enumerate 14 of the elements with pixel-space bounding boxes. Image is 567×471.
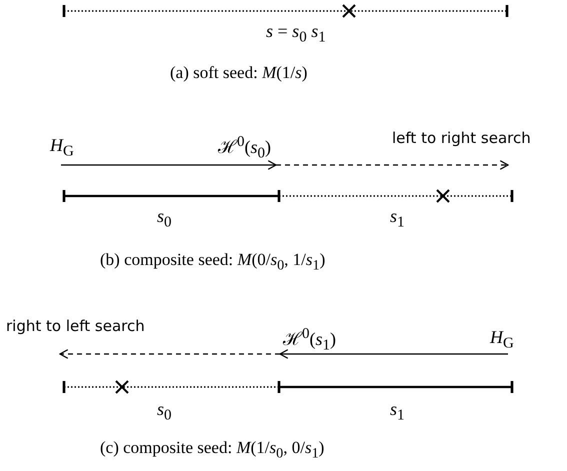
math-label: s$_{1}$: [390, 207, 405, 232]
math-label: H$_{G}$: [50, 136, 74, 160]
caption: (b) composite seed: M(0/s$_{0}$, 1/s$_{1}$): [100, 251, 326, 274]
math-label: s$_{0}$: [157, 207, 172, 232]
search-label: right to left search: [6, 318, 145, 334]
math-label: ℋ$^{0}$(s$_{0}$): [218, 134, 272, 162]
math-label: s = s$_{0}$ s$_{1}$: [266, 22, 326, 46]
math-label: H$_{G}$: [490, 328, 514, 352]
math-label: s$_{1}$: [390, 400, 405, 424]
search-label: left to right search: [392, 130, 531, 146]
caption: (a) soft seed: M(1/s): [170, 64, 308, 83]
math-label: s$_{0}$: [157, 400, 172, 424]
caption: (c) composite seed: M(1/s$_{0}$, 0/s$_{1}$): [100, 439, 324, 462]
math-label: ℋ$^{0}$(s$_{1}$): [283, 326, 336, 354]
